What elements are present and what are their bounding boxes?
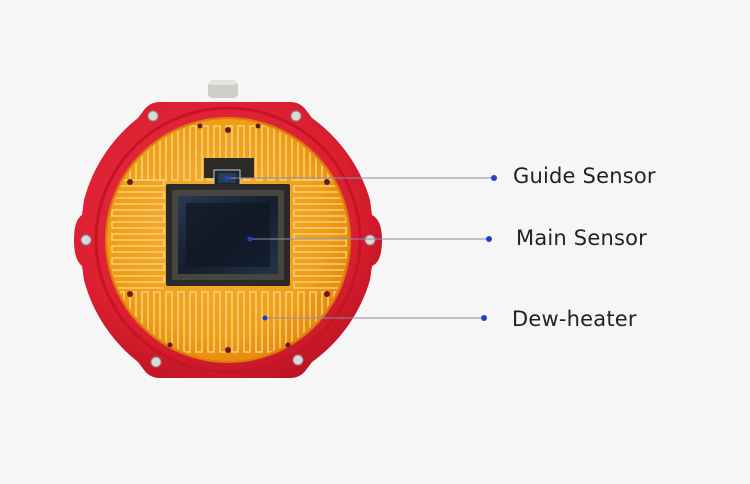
screw-hole [324, 179, 330, 185]
screw-hole [167, 342, 173, 348]
screw-hole [364, 234, 376, 246]
screw-hole [80, 234, 92, 246]
main-sensor-dot-start [247, 236, 253, 242]
leader-dots [224, 175, 497, 321]
main-sensor [166, 184, 290, 286]
screw-hole [225, 127, 231, 133]
main-sensor-label: Main Sensor [516, 226, 647, 250]
guide-sensor-label: Guide Sensor [513, 164, 656, 188]
screw-hole [255, 123, 261, 129]
screw-hole [197, 123, 203, 129]
guide-sensor-dot-start [224, 175, 230, 181]
screw-hole [127, 179, 133, 185]
screw-hole [150, 356, 162, 368]
leader-lines [227, 177, 494, 319]
guide-sensor-dot-end [491, 175, 497, 181]
screw-hole [127, 291, 133, 297]
mount-screws [80, 110, 376, 368]
screw-hole [290, 110, 302, 122]
screw-hole [147, 110, 159, 122]
screw-hole [292, 354, 304, 366]
screw-hole [225, 347, 231, 353]
dew-heater-label: Dew-heater [512, 307, 637, 331]
dew-heater-dot-end [481, 315, 487, 321]
top-connector [208, 80, 238, 98]
screw-hole [324, 291, 330, 297]
main-sensor-dot-end [486, 236, 492, 242]
dew-heater-dot-start [262, 315, 268, 321]
screw-hole [285, 342, 291, 348]
